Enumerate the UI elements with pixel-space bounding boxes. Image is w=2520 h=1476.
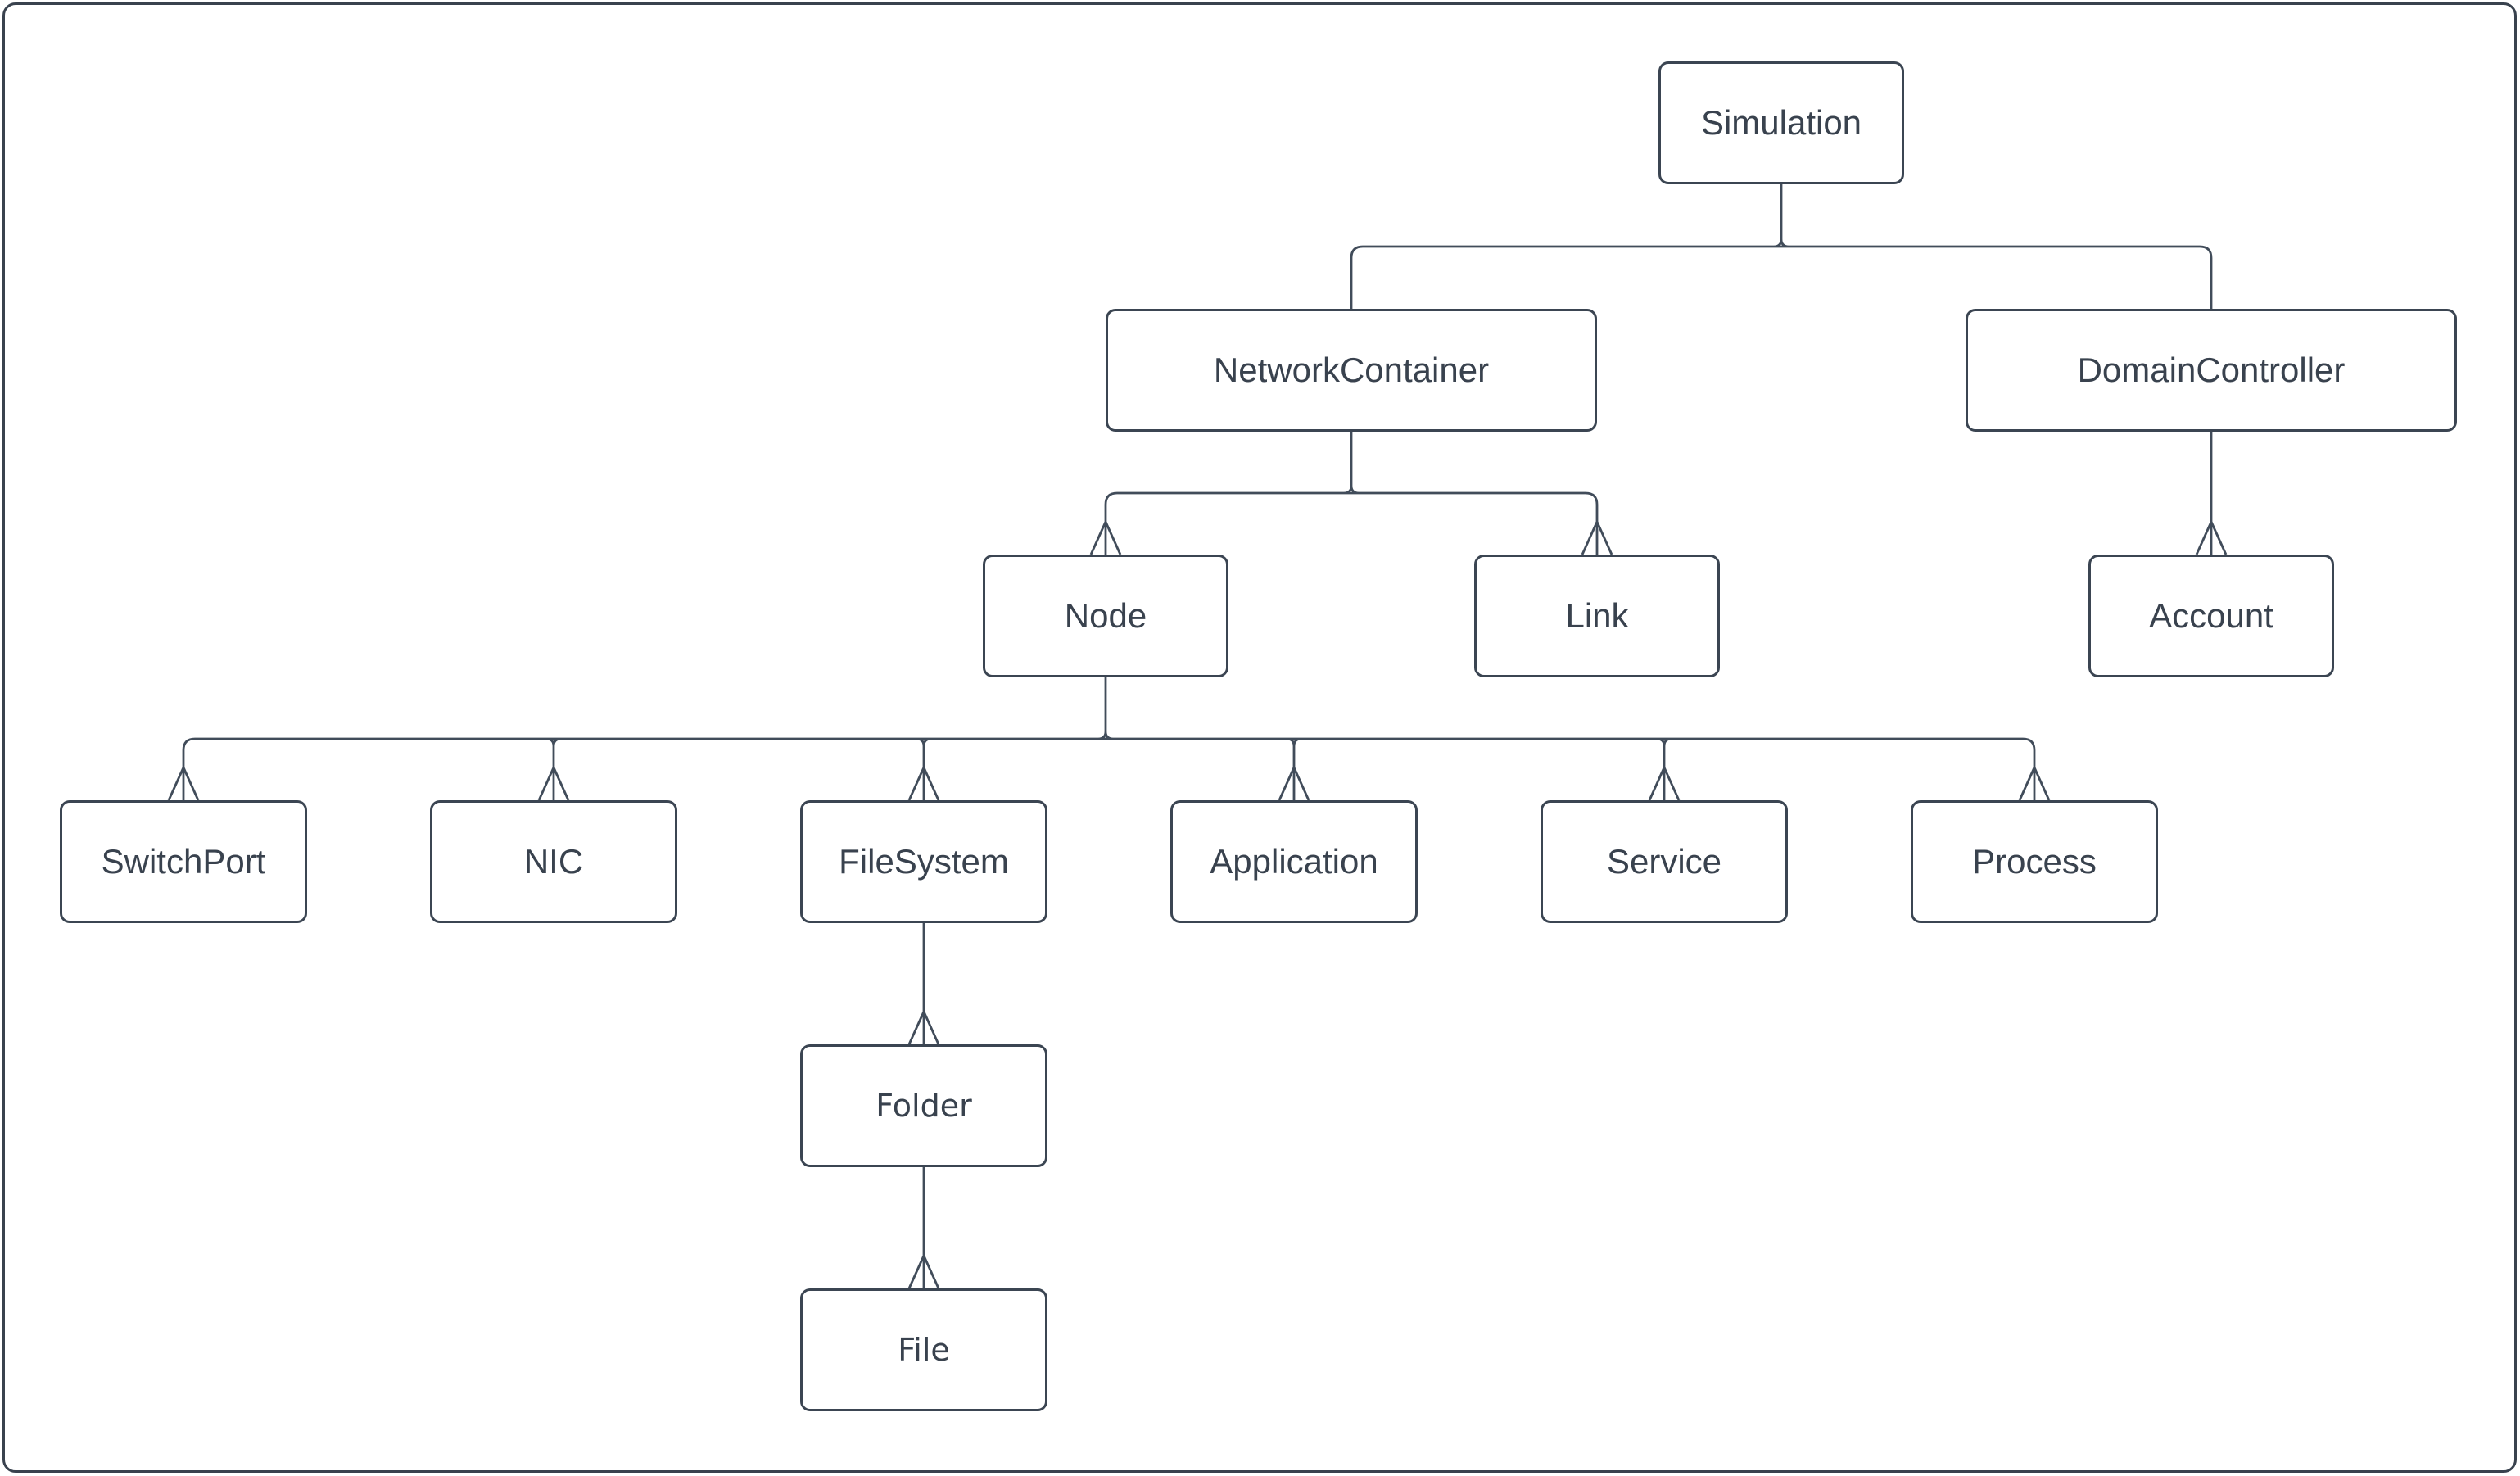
node-label: NetworkContainer — [1213, 351, 1490, 389]
edge-connector — [1350, 184, 2213, 309]
edge-connector — [907, 923, 940, 1045]
node-file-system: FileSystem — [800, 800, 1047, 923]
node-label: SwitchPort — [101, 842, 266, 881]
node-application: Application — [1170, 800, 1418, 923]
edge-connector — [167, 677, 2051, 801]
node-label: Folder — [875, 1088, 972, 1124]
node-label: Service — [1606, 842, 1722, 881]
node-label: FileSystem — [839, 842, 1009, 881]
node-label: NIC — [523, 842, 584, 881]
node-service: Service — [1541, 800, 1788, 923]
node-label: Node — [1064, 596, 1147, 635]
node-link: Link — [1474, 555, 1720, 677]
edge-connector — [907, 1167, 940, 1289]
node-simulation: Simulation — [1658, 61, 1904, 184]
node-domain-controller: DomainController — [1966, 309, 2457, 432]
node-label: Account — [2149, 596, 2273, 635]
node-label: Process — [1972, 842, 2097, 881]
node-account: Account — [2088, 555, 2334, 677]
node-label: File — [898, 1332, 950, 1368]
node-network-container: NetworkContainer — [1106, 309, 1597, 432]
node-switch-port: SwitchPort — [60, 800, 307, 923]
node-label: Simulation — [1700, 103, 1862, 142]
node-folder: Folder — [800, 1044, 1047, 1167]
node-process: Process — [1911, 800, 2158, 923]
node-label: DomainController — [2077, 351, 2346, 389]
edge-connector — [1089, 432, 1613, 555]
node-node: Node — [983, 555, 1228, 677]
node-file: File — [800, 1288, 1047, 1411]
node-label: Application — [1210, 842, 1378, 881]
node-label: Link — [1565, 596, 1629, 635]
node-nic: NIC — [430, 800, 677, 923]
edge-connector — [2195, 432, 2228, 555]
